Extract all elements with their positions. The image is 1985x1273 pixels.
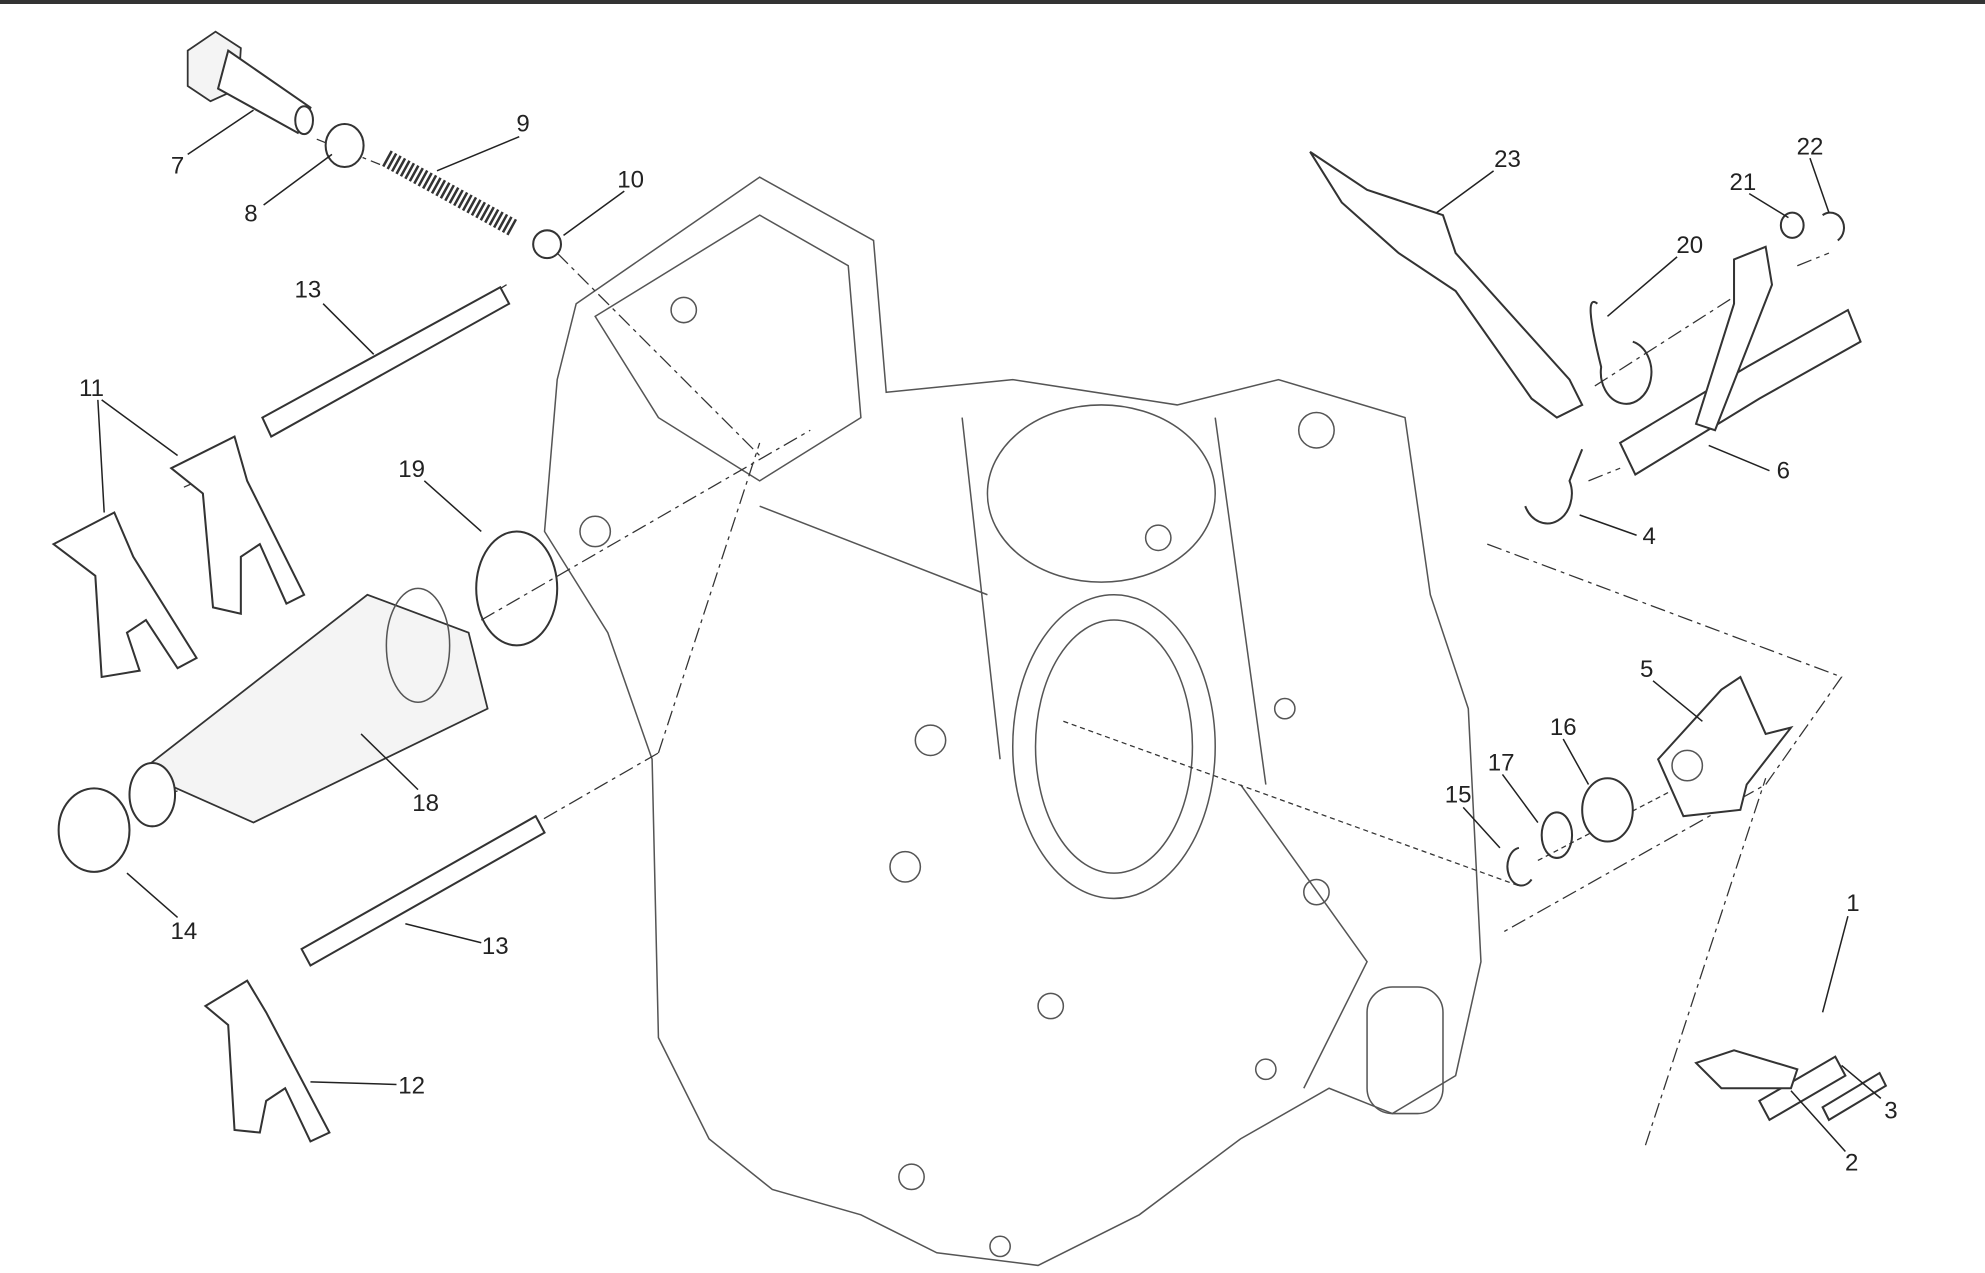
label-6: 6 [1777,457,1790,484]
part-15-circlip [1506,846,1533,887]
part-7-plug [186,30,314,136]
part-17-washer [1540,811,1574,859]
part-13-shaft-upper [261,285,511,438]
label-3: 3 [1884,1098,1897,1125]
label-4: 4 [1643,523,1656,550]
part-20-spring [1589,301,1653,405]
part-11-forks [51,435,306,679]
top-border [0,0,1985,4]
part-9-spring [382,150,518,236]
label-22: 22 [1797,133,1824,160]
label-23: 23 [1494,146,1521,173]
label-2: 2 [1845,1150,1858,1177]
label-8: 8 [244,200,257,227]
label-9: 9 [516,111,529,138]
label-13-lower: 13 [482,933,509,960]
label-11: 11 [79,375,104,402]
part-14-oring [57,787,131,873]
leader-lines [97,109,1882,1153]
part-8-washer [324,122,365,169]
part-12-fork [203,979,331,1143]
label-7: 7 [171,152,184,179]
label-12: 12 [398,1072,425,1099]
label-20: 20 [1676,232,1703,259]
part-5-plate [1656,675,1794,818]
label-1: 1 [1846,890,1859,917]
callout-labels: 1 2 3 4 5 6 7 8 9 10 11 12 13 13 14 15 1… [79,111,1898,1177]
part-19-oring [475,530,559,647]
label-17: 17 [1488,750,1515,777]
part-23-lever [1309,151,1584,419]
label-15: 15 [1445,781,1472,808]
label-10: 10 [617,166,644,193]
part-16-seal [1581,777,1634,843]
label-19: 19 [398,456,425,483]
label-18: 18 [412,790,439,817]
part-6-shaft [1618,245,1862,476]
part-1-2-3-bolts-plate [1694,1049,1888,1122]
part-13-shaft-lower [300,814,546,967]
label-21: 21 [1730,169,1757,196]
label-16: 16 [1550,714,1577,741]
part-21-washer [1779,211,1805,239]
label-5: 5 [1640,656,1653,683]
crankcase [543,176,1482,1267]
label-14: 14 [171,918,198,945]
part-10-ball [532,229,563,260]
part-4-spring [1524,448,1584,525]
part-22-clip [1822,211,1845,242]
label-13-upper: 13 [295,276,322,303]
part-18-selector-drum [128,587,489,828]
